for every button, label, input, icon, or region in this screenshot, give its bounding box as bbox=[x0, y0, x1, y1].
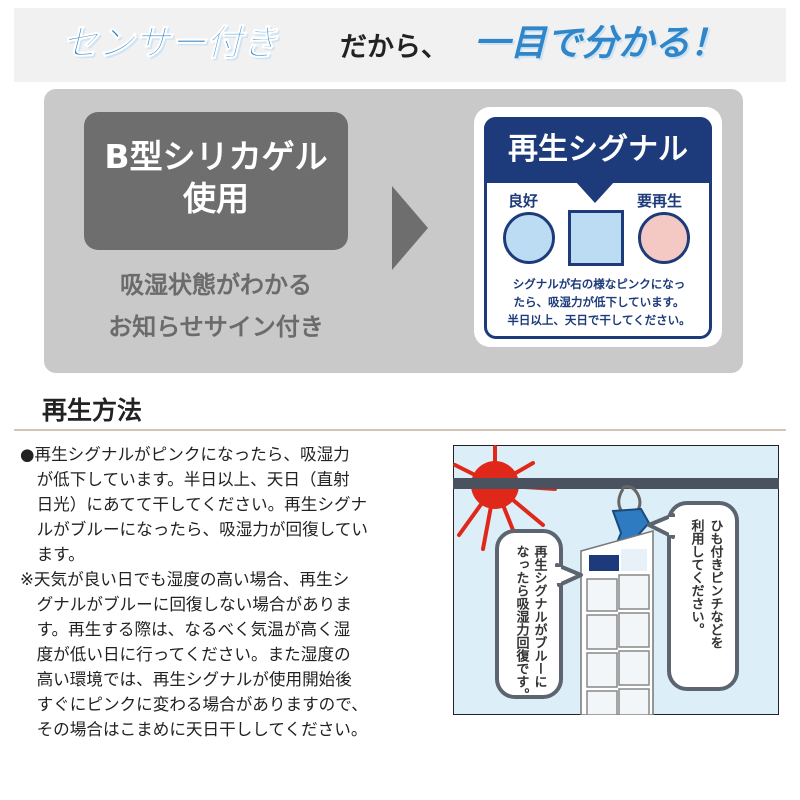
section-divider bbox=[14, 429, 786, 431]
instruction-line: その場合はこまめに天日干ししてください。 bbox=[20, 720, 368, 739]
speech-bubble-right bbox=[647, 501, 739, 691]
instructions-text: ●再生シグナルがピンクになったら、吸湿力 が低下しています。半日以上、天日（直射… bbox=[20, 442, 440, 742]
signal-label-regen: 要再生 bbox=[637, 192, 683, 210]
header-glance-text: 一目で分かる！ bbox=[474, 23, 727, 64]
dehumidifier-package bbox=[580, 530, 654, 715]
header-because-text: だから、 bbox=[340, 32, 448, 63]
feature-subtitle-line1: 吸湿状態がわかる bbox=[120, 271, 312, 299]
hook-icon bbox=[617, 485, 642, 517]
gel-type-box: B型シリカゲル 使用 bbox=[84, 112, 348, 250]
instruction-line: グナルがブルーに回復しない場合がありま bbox=[20, 595, 352, 614]
instruction-line: 日光）にあてて干してください。再生シグナ bbox=[20, 495, 368, 514]
speech-bubble-left bbox=[495, 529, 583, 699]
drying-illustration: 再生シグナルがブルーに なったら吸湿力回復です。 ひも付きピンチなどを 利用して… bbox=[453, 445, 779, 715]
instruction-line: ルがブルーになったら、吸湿力が回復してい bbox=[20, 520, 368, 539]
signal-note-line: たら、吸湿力が低下しています。 bbox=[513, 295, 685, 309]
instruction-line: ます。 bbox=[20, 545, 85, 564]
signal-indicator-square bbox=[568, 210, 624, 266]
instruction-line: すぐにピンクに変わる場合がありますので、 bbox=[20, 695, 368, 714]
instruction-line: ※天気が良い日でも湿度の高い場合、再生シ bbox=[20, 570, 350, 589]
bubble-left-col2: なったら吸湿力回復です。 bbox=[514, 545, 531, 701]
signal-note-line: 半日以上、天日で干してください。 bbox=[507, 313, 691, 327]
arrow-right-icon bbox=[392, 186, 428, 270]
signal-title: 再生シグナル bbox=[484, 117, 712, 183]
gel-type-line1: B型シリカゲル bbox=[104, 137, 328, 176]
instruction-line: が低下しています。半日以上、天日（直射 bbox=[20, 470, 350, 489]
signal-note: シグナルが右の様なピンクになっ たら、吸湿力が低下しています。 半日以上、天日で… bbox=[494, 275, 704, 329]
feature-subtitle-line2: お知らせサイン付き bbox=[108, 313, 324, 341]
bubble-left-col1: 再生シグナルがブルーに bbox=[532, 545, 548, 688]
signal-note-line: シグナルが右の様なピンクになっ bbox=[512, 277, 686, 291]
header-banner: センサー付き だから、 一目で分かる！ bbox=[14, 8, 786, 82]
signal-pointer-icon bbox=[575, 181, 615, 203]
gel-type-line2: 使用 bbox=[183, 179, 249, 218]
header-sensor-text: センサー付き bbox=[61, 23, 279, 65]
pink-circle-icon bbox=[638, 212, 690, 264]
instruction-line: ●再生シグナルがピンクになったら、吸湿力 bbox=[20, 445, 350, 464]
blue-circle-icon bbox=[503, 212, 555, 264]
instruction-line: 高い環境では、再生シグナルが使用開始後 bbox=[20, 670, 352, 689]
section-title: 再生方法 bbox=[42, 396, 143, 425]
instruction-line: 度が低い日に行ってください。また湿度の bbox=[20, 645, 351, 664]
feature-subtitle: 吸湿状態がわかる お知らせサイン付き bbox=[70, 264, 362, 348]
bubble-right-col2: 利用してください。 bbox=[689, 518, 706, 636]
bubble-right-col1: ひも付きピンチなどを bbox=[708, 519, 724, 649]
hanging-pole bbox=[453, 478, 779, 489]
signal-label-good: 良好 bbox=[508, 192, 539, 210]
instruction-line: す。再生する際は、なるべく気温が高く湿 bbox=[20, 620, 351, 639]
